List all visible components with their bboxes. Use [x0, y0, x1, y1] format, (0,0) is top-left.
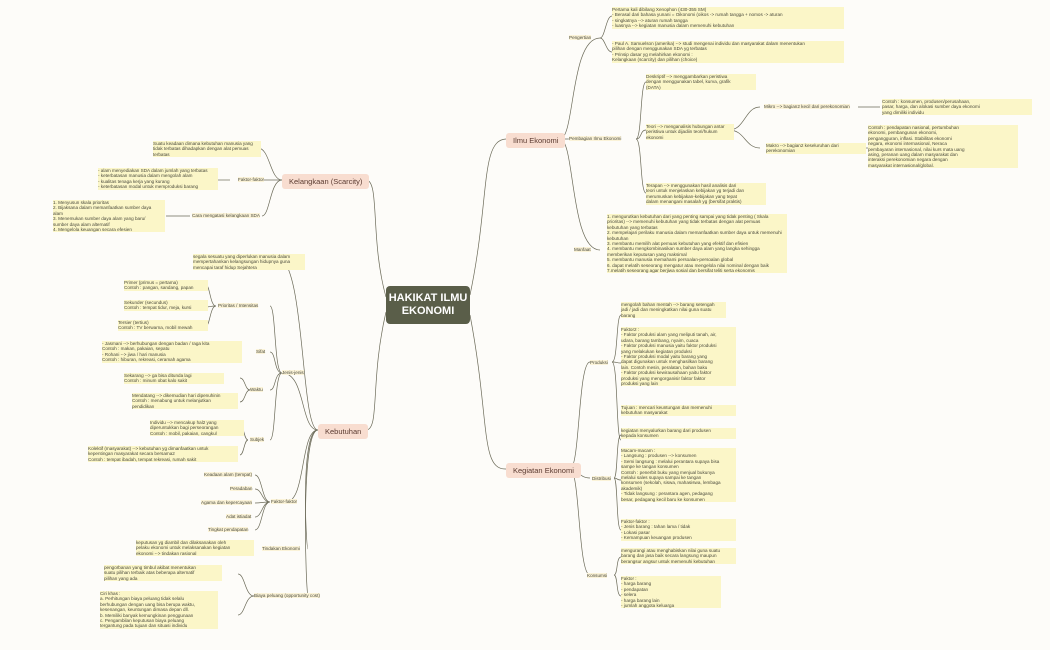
node-produksi[interactable]: Produksi: [590, 360, 608, 366]
note-kelangkaan-faktor: - alam menyediakan SDA dalam jumlah yang…: [98, 168, 218, 190]
node-cara-mengatasi[interactable]: Cara mengatasi kelangkaan SDA: [192, 213, 260, 219]
note-kelangkaan-def: Suatu keadaan dimana kebutuhan manusia y…: [153, 141, 261, 158]
note-pengertian: Pertama kali dibilang Xenophon (430-355 …: [612, 7, 844, 29]
node-distribusi[interactable]: Distribusi: [592, 476, 611, 482]
note-konsumsi-faktor: Faktor : - harga barang - pendapatan - s…: [621, 576, 721, 609]
note-deskriptif: Deskriptif --> menggambarkan peristiwa d…: [646, 74, 756, 91]
note-terapan: Terapan --> menggunakan hasil analisis d…: [646, 183, 766, 205]
node-waktu[interactable]: Waktu: [250, 387, 263, 393]
node-mikro[interactable]: Mikro --> bagian2 kecil dari perekonomia…: [764, 104, 850, 110]
note-primer: Primer (primus = pertama) Contoh : panga…: [124, 280, 208, 291]
node-pengertian[interactable]: Pengertian: [569, 35, 592, 41]
note-cara-mengatasi: 1. Menyusun skala prioritas 2. Bijaksana…: [53, 200, 165, 233]
note-mikro-contoh: Contoh : konsumen, produsen/perusahaan, …: [882, 99, 1032, 116]
note-teori: Teori --> menganalisis hubungan antar pe…: [646, 124, 734, 141]
note-makro-contoh: Contoh : pendapatan nasional, pertumbuha…: [868, 125, 1018, 169]
faktor-item: Adat istiadat: [226, 514, 252, 520]
node-konsumsi[interactable]: Konsumsi: [587, 573, 608, 579]
note-konsumsi-def: mengurangi atau menghabiskan nilai guna …: [621, 548, 736, 565]
note-sekunder: Sekunder (secundus) Contoh : tempat tidu…: [124, 300, 208, 311]
note-kolektif: Kolektif (masyarakat) --> kebutuhan yg d…: [88, 446, 238, 463]
node-biaya-peluang[interactable]: Biaya peluang (opportunity cost): [254, 593, 320, 599]
faktor-item: Tingkat pendapatan: [208, 527, 249, 533]
note-produksi-faktor: Faktor2 : - Faktor produksi alam yang me…: [621, 327, 736, 387]
branch-kelangkaan[interactable]: Kelangkaan (Scarcity): [282, 174, 370, 189]
note-distribusi-faktor: Faktor-faktor : - Jenis barang : tahan l…: [621, 519, 736, 541]
faktor-item: Keadaan alam (tempat): [204, 472, 253, 478]
note-manfaat: 1. mengurutkan kebutuhan dari yang penti…: [607, 214, 787, 274]
node-makro[interactable]: Makro --> bagian2 keseluruhan dari perek…: [766, 143, 866, 154]
root-title: HAKIKAT ILMU EKONOMI: [388, 292, 468, 317]
node-tindakan[interactable]: Tindakan Ekonomi: [262, 546, 300, 552]
node-prioritas[interactable]: Prioritas / Intensitas: [218, 303, 259, 309]
root-node[interactable]: HAKIKAT ILMU EKONOMI: [386, 286, 470, 324]
note-kebutuhan-def: segala sesuatu yang diperlukan manusia d…: [193, 254, 305, 271]
note-distribusi-macam: Macam-macam : - Langsung : produsen --> …: [621, 448, 736, 503]
node-kebutuhan-faktor[interactable]: Faktor-faktor: [271, 499, 298, 505]
note-biaya-def: pengorbanan yang timbul akibat menentuka…: [104, 565, 222, 582]
branch-ilmu-ekonomi[interactable]: Ilmu Ekonomi: [506, 133, 566, 148]
node-pembagian[interactable]: Pembagian Ilmu Ekonomi: [569, 136, 622, 142]
note-tersier: Tersier (tertius) Contoh : TV berwarna, …: [118, 320, 208, 331]
node-manfaat[interactable]: Manfaat: [574, 247, 591, 253]
faktor-item: Peradaban: [230, 486, 253, 492]
note-mendatang: Mendatang --> dikemudian hari dipenuhini…: [132, 393, 238, 410]
note-produksi-def: mengolah bahan mentah --> barang setenga…: [621, 302, 726, 319]
note-samuelson: - Paul A. Samuelson (amerika) --> studi …: [612, 41, 844, 63]
node-kelangkaan-faktor[interactable]: Faktor-faktor: [238, 177, 265, 183]
note-produksi-tujuan: Tujuan : mencari keuntungan dan memenuhi…: [621, 405, 736, 416]
note-sifat: - Jasmani --> berhubungan dengan badan /…: [102, 341, 242, 363]
faktor-item: Agama dan kepercayaan: [201, 500, 253, 506]
note-distribusi-def: kegiatan menyalurkan barang dari produse…: [621, 428, 736, 439]
branch-kebutuhan[interactable]: Kebutuhan: [318, 424, 369, 439]
note-tindakan: keputusan yg diambil dan dilaksanakan ol…: [136, 540, 254, 557]
branch-kegiatan-ekonomi[interactable]: Kegiatan Ekonomi: [506, 463, 581, 478]
note-sekarang: Sekarang --> ga bisa ditunda lagi Contoh…: [124, 373, 224, 384]
note-individu: Individu --> mencakup hal2 yang diperunt…: [150, 420, 244, 437]
note-biaya-ciri: Ciri khas : a. Perhitungan biaya peluang…: [100, 591, 218, 629]
node-jenis-jenis[interactable]: Jenis-jenis: [282, 370, 304, 376]
node-sifat[interactable]: Sifat: [256, 349, 266, 355]
node-subjek[interactable]: Subjek: [250, 437, 265, 443]
